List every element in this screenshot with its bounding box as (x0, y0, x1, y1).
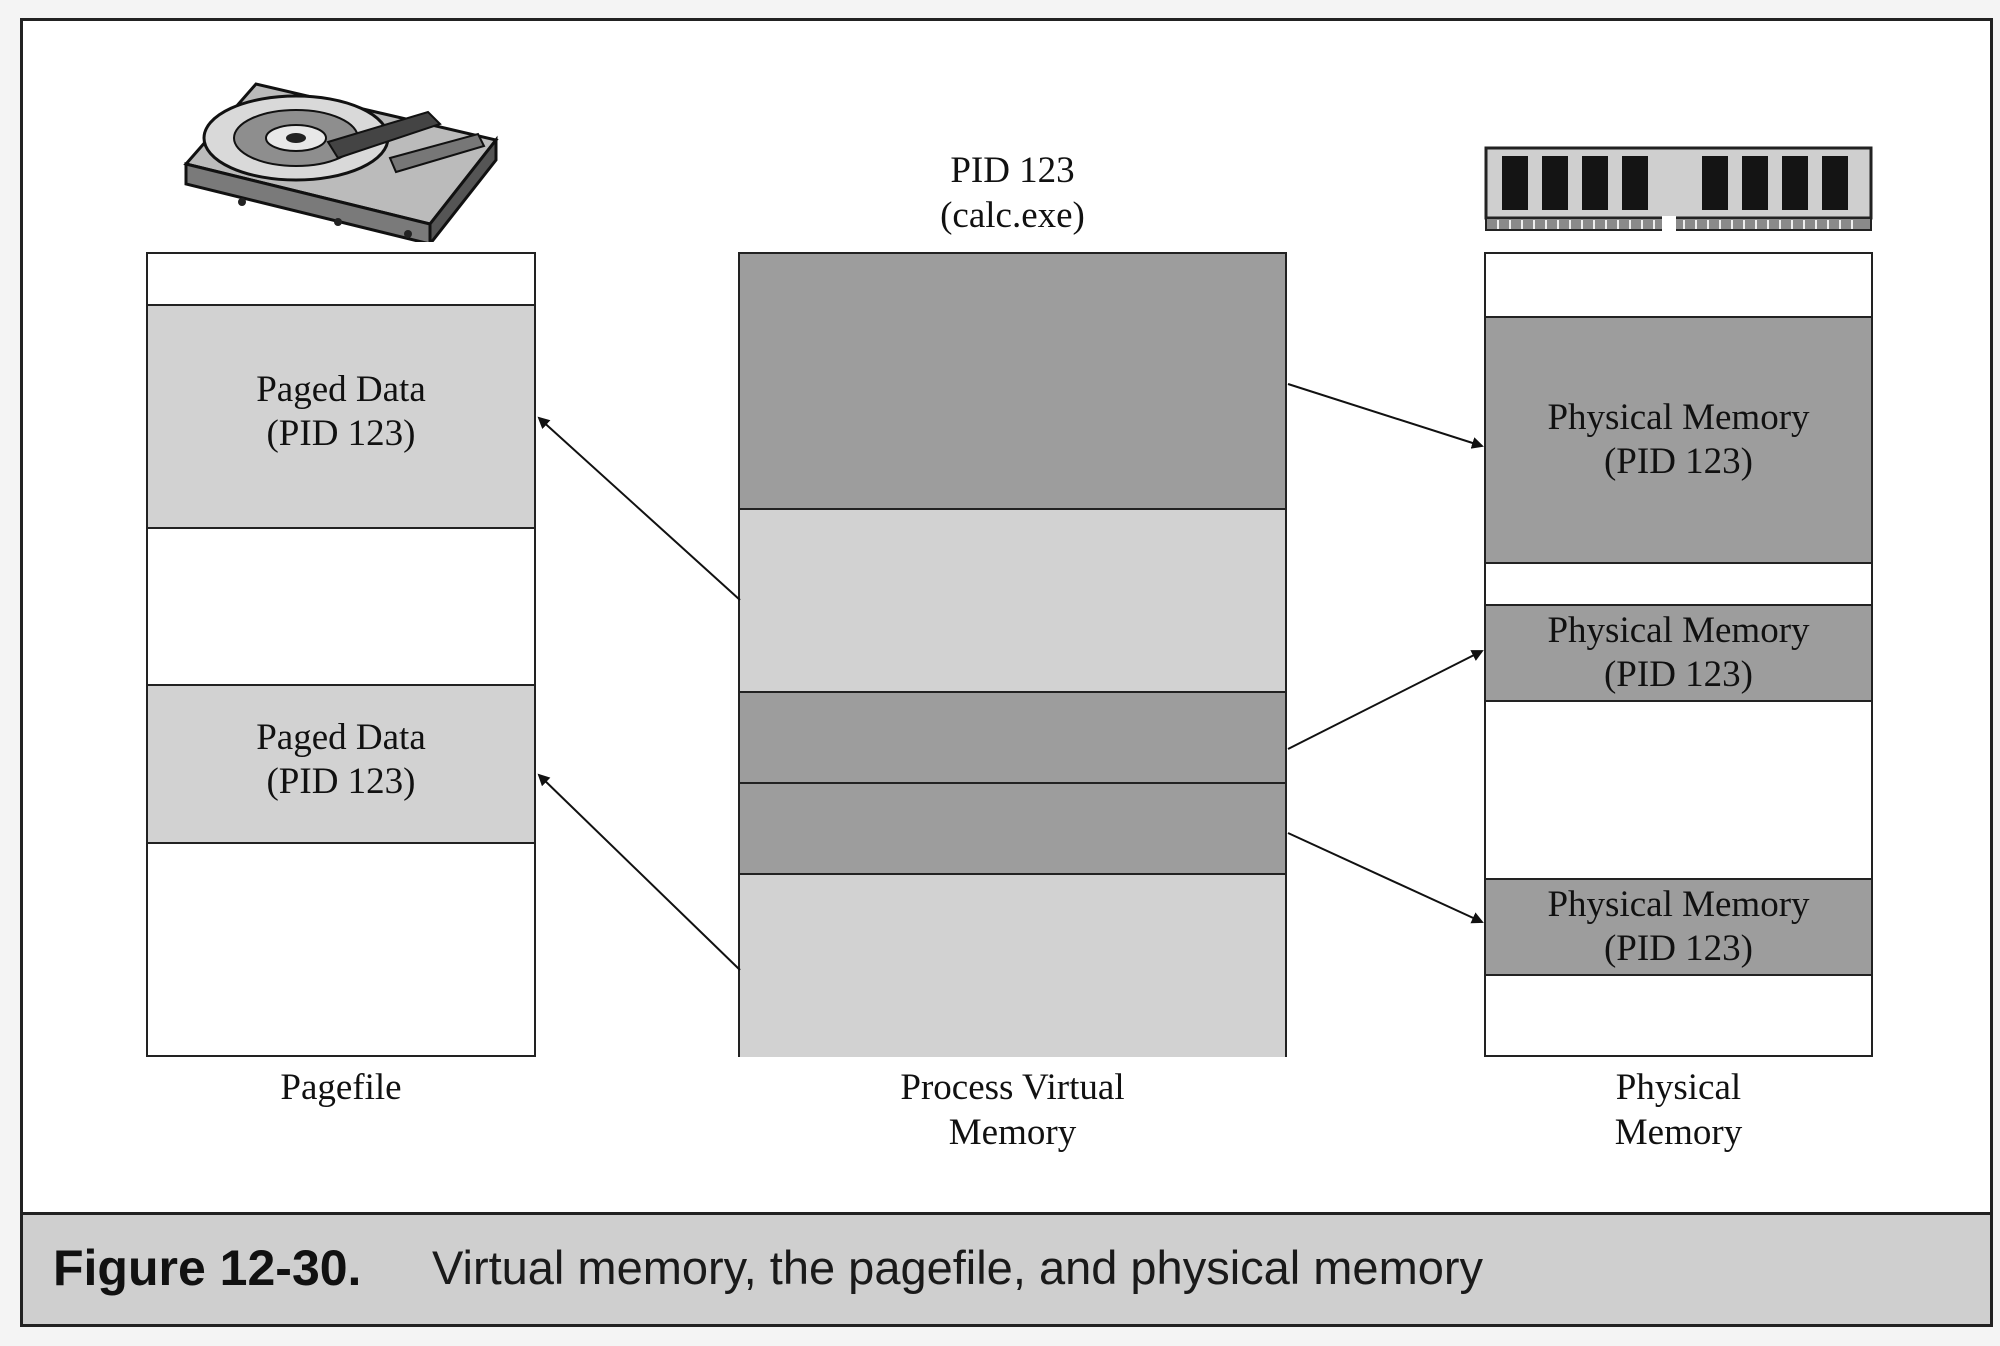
physical-memory-column: Physical Memory (PID 123) Physical Memor… (1484, 252, 1873, 1057)
hard-drive-icon (183, 82, 499, 242)
ram-module-icon (1484, 146, 1873, 232)
figure-number: Figure 12-30. (53, 1240, 362, 1296)
virtual-memory-region (740, 508, 1285, 693)
process-virtual-memory-column (738, 252, 1287, 1057)
paged-data-block: Paged Data (PID 123) (148, 684, 534, 844)
process-title: PID 123 (calc.exe) (940, 150, 1085, 236)
virtual-memory-region (740, 782, 1285, 875)
figure-caption: Virtual memory, the pagefile, and physic… (432, 1241, 1484, 1294)
physical-memory-block: Physical Memory (PID 123) (1486, 604, 1871, 702)
paged-data-block: Paged Data (PID 123) (148, 304, 534, 529)
physical-memory-block: Physical Memory (PID 123) (1486, 878, 1871, 976)
virtual-memory-region (740, 873, 1285, 1057)
physical-memory-block: Physical Memory (PID 123) (1486, 316, 1871, 564)
virtual-memory-region (740, 252, 1285, 510)
virtual-memory-region (740, 691, 1285, 784)
physical-memory-caption: Physical Memory (1614, 1067, 1743, 1153)
figure-caption-bar (20, 1212, 1993, 1327)
pagefile-column: Paged Data (PID 123) Paged Data (PID 123… (146, 252, 536, 1057)
pagefile-caption: Pagefile (280, 1067, 402, 1108)
process-virtual-memory-caption: Process Virtual Memory (900, 1067, 1125, 1153)
